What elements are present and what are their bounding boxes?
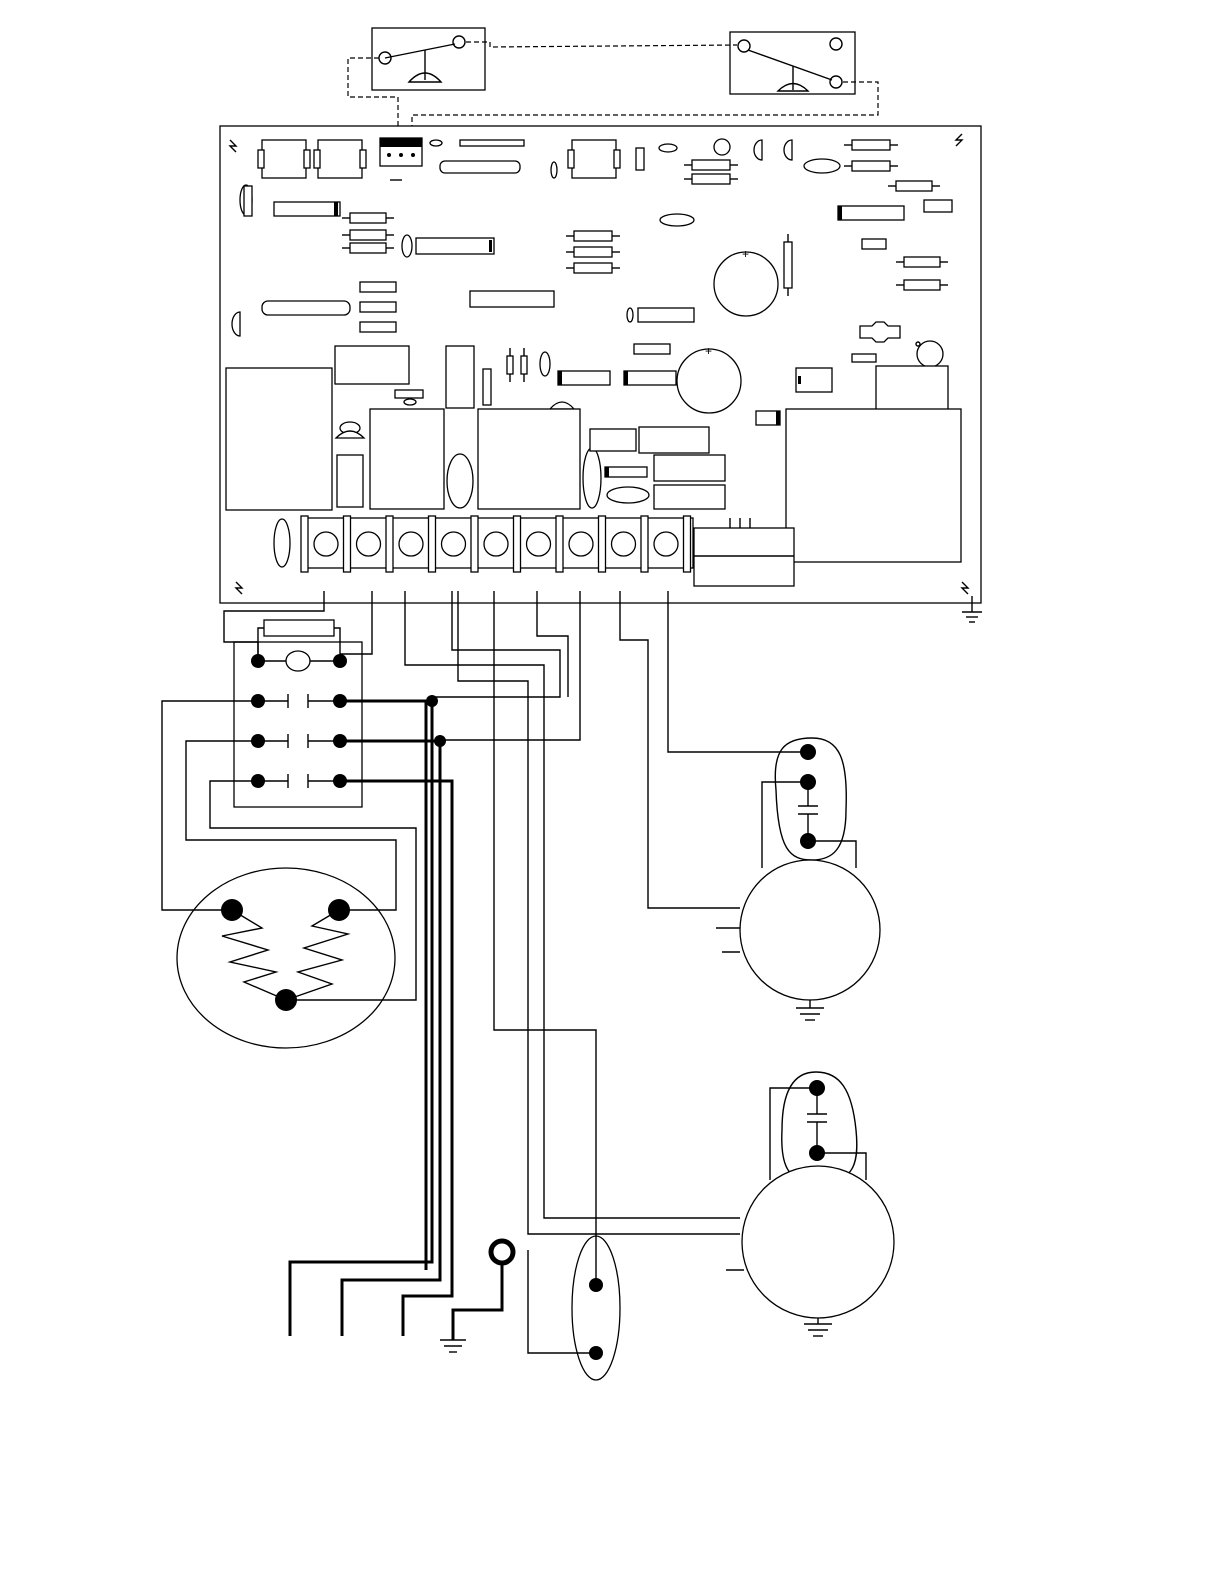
- terminal-divider: [641, 516, 648, 572]
- terminal-divider: [429, 516, 436, 572]
- terminal-screw: [612, 532, 636, 556]
- relay-block: [234, 620, 362, 807]
- heater-element: [177, 868, 395, 1048]
- terminal-screw: [442, 532, 466, 556]
- terminal-divider: [556, 516, 563, 572]
- terminal-divider: [471, 516, 478, 572]
- terminal-screw: [399, 532, 423, 556]
- motor-lower: [726, 1072, 894, 1336]
- terminal-screw: [654, 532, 678, 556]
- terminal-screw: [569, 532, 593, 556]
- terminal-screw: [527, 532, 551, 556]
- svg-text:+: +: [705, 344, 712, 358]
- terminal-screw: [314, 532, 338, 556]
- terminal-divider: [514, 516, 521, 572]
- terminal-screw: [484, 532, 508, 556]
- terminal-divider: [386, 516, 393, 572]
- control-board: + +: [220, 126, 982, 622]
- svg-text:+: +: [742, 247, 749, 261]
- terminal-divider: [599, 516, 606, 572]
- terminal-screw: [357, 532, 381, 556]
- terminal-divider: [301, 516, 308, 572]
- terminal-divider: [684, 516, 691, 572]
- limit-switch-right: [730, 32, 855, 94]
- terminal-divider: [344, 516, 351, 572]
- motor-upper: [716, 738, 880, 1020]
- limit-switch-left: [372, 28, 485, 90]
